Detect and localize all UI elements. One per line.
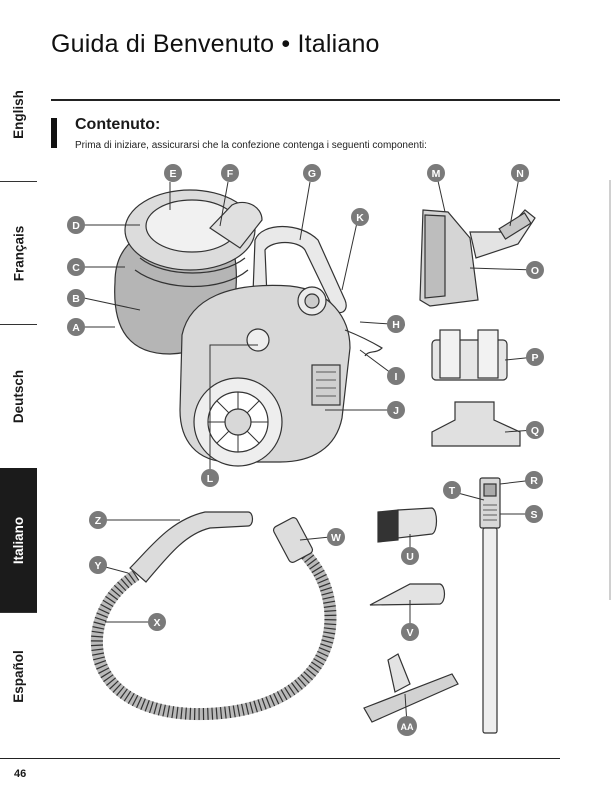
callout-m: M — [427, 164, 445, 182]
svg-text:B: B — [72, 293, 80, 305]
callout-c: C — [67, 258, 85, 276]
components-illustration: A B C D E F G H I J K L M N O P Q R S T … — [0, 0, 613, 760]
callout-d: D — [67, 216, 85, 234]
callout-r: R — [525, 471, 543, 489]
exhaust-filter-grill — [312, 365, 340, 405]
svg-text:M: M — [432, 168, 441, 180]
svg-text:S: S — [530, 509, 537, 521]
callout-aa: AA — [397, 716, 417, 736]
svg-text:W: W — [331, 532, 341, 544]
callout-k: K — [351, 208, 369, 226]
svg-text:G: G — [308, 168, 316, 180]
callout-o: O — [526, 261, 544, 279]
dusting-brush — [378, 510, 398, 542]
svg-text:K: K — [356, 212, 364, 224]
callout-e: E — [164, 164, 182, 182]
svg-text:C: C — [72, 262, 80, 274]
svg-text:D: D — [72, 220, 80, 232]
callout-g: G — [303, 164, 321, 182]
callout-q: Q — [526, 421, 544, 439]
svg-text:I: I — [395, 371, 398, 383]
upholstery-tool — [432, 402, 520, 446]
hose-handle — [130, 512, 253, 582]
page-edge — [609, 180, 611, 600]
callout-v: V — [401, 623, 419, 641]
footer-divider — [0, 758, 560, 759]
page-number: 46 — [14, 768, 26, 780]
svg-text:P: P — [531, 352, 538, 364]
crevice-tool — [370, 584, 445, 605]
svg-text:X: X — [153, 617, 160, 629]
cord-rewind-button — [247, 329, 269, 351]
telescopic-tube — [483, 528, 497, 733]
svg-text:O: O — [531, 265, 539, 277]
svg-text:J: J — [393, 405, 399, 417]
callout-u: U — [401, 547, 419, 565]
callout-y: Y — [89, 556, 107, 574]
callout-n: N — [511, 164, 529, 182]
svg-text:Z: Z — [95, 515, 102, 527]
callout-j: J — [387, 401, 405, 419]
svg-text:V: V — [406, 627, 413, 639]
svg-text:R: R — [530, 475, 538, 487]
hose — [97, 550, 331, 714]
callout-f: F — [221, 164, 239, 182]
svg-text:F: F — [227, 168, 234, 180]
svg-text:Y: Y — [94, 560, 101, 572]
carpet-brush — [364, 674, 458, 722]
svg-text:AA: AA — [401, 722, 414, 732]
callout-l: L — [201, 469, 219, 487]
callout-b: B — [67, 289, 85, 307]
callout-a: A — [67, 318, 85, 336]
callout-x: X — [148, 613, 166, 631]
svg-text:A: A — [72, 322, 80, 334]
callout-z: Z — [89, 511, 107, 529]
svg-text:U: U — [406, 551, 414, 563]
svg-text:E: E — [169, 168, 176, 180]
callout-w: W — [327, 528, 345, 546]
callout-h: H — [387, 315, 405, 333]
callout-p: P — [526, 348, 544, 366]
svg-text:T: T — [449, 485, 456, 497]
svg-text:L: L — [207, 473, 214, 485]
svg-text:H: H — [392, 319, 400, 331]
svg-text:N: N — [516, 168, 524, 180]
callout-s: S — [525, 505, 543, 523]
callout-t: T — [443, 481, 461, 499]
svg-text:Q: Q — [531, 425, 539, 437]
callout-i: I — [387, 367, 405, 385]
